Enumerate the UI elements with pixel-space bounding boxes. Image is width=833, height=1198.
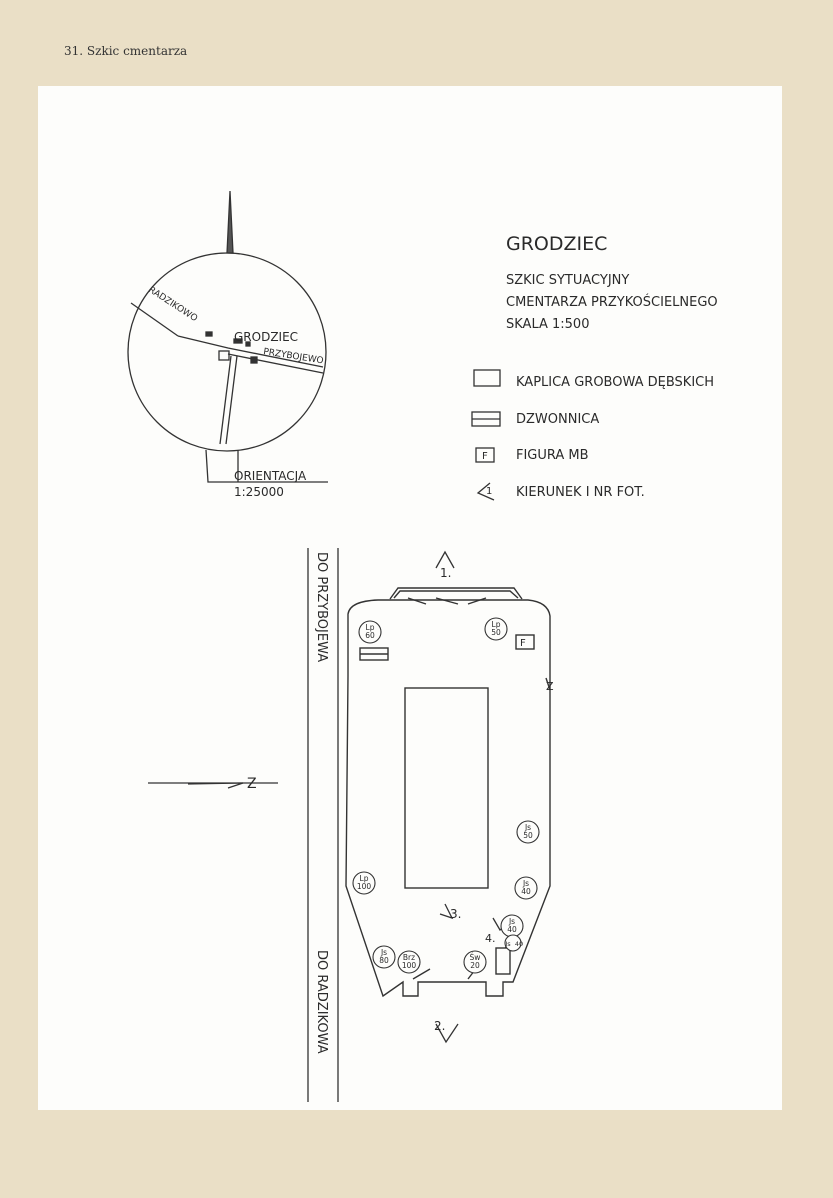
- chapel-symbol-icon: [473, 369, 501, 387]
- tree-diameter: 100: [357, 882, 372, 891]
- tree-diameter: 80: [379, 956, 389, 965]
- church-building: [404, 687, 489, 889]
- tree-diameter: 60: [365, 631, 375, 640]
- photo-1-arrow-icon: [435, 550, 455, 569]
- legend-photo-symbol: 1: [486, 486, 492, 497]
- legend-label-belfry: DZWONNICA: [516, 412, 599, 427]
- tree-species: Js: [508, 917, 515, 926]
- tree-species: Js: [522, 879, 529, 888]
- tree-species: Js: [504, 940, 511, 948]
- road-kuciary: [219, 355, 232, 445]
- church-icon: [218, 350, 230, 361]
- north-needle-icon: [226, 190, 234, 254]
- figure-symbol-icon: [475, 447, 495, 463]
- tree-diameter: 40: [515, 940, 523, 948]
- photo-3-label: 3.: [450, 907, 461, 921]
- legend-label-chapel: KAPLICA GROBOWA DĘBSKICH: [516, 375, 714, 390]
- tree-labels: Lp 60 Lp 50 Js 50 Lp 100 Js 40 Js 40 Js …: [357, 620, 533, 970]
- tree-species: Lp: [360, 874, 369, 883]
- road-to-radzikowa: DO RADZIKOWA: [314, 950, 329, 1054]
- tree-species: Js: [524, 823, 531, 832]
- tree-species: Brz: [403, 953, 415, 962]
- tree-diameter: 50: [491, 628, 501, 637]
- sketch-subtitle-1: SZKIC SYTUACYJNY: [506, 273, 629, 288]
- road: [307, 548, 339, 1102]
- tree-species: Js: [380, 948, 387, 957]
- sketch-subtitle-2: CMENTARZA PRZYKOŚCIELNEGO: [506, 294, 718, 310]
- photo-4-label: 4.: [485, 932, 496, 945]
- plan-east-label: Z: [546, 680, 554, 693]
- plan-figure-symbol: F: [520, 638, 526, 649]
- photo-3-arrow-icon: [439, 903, 454, 920]
- plan-north-arrow-icon: [148, 782, 278, 789]
- road-przybojewo: [177, 335, 324, 368]
- legend-figure-symbol: F: [482, 451, 488, 462]
- tree-diameter: 50: [523, 831, 533, 840]
- tree-diameter: 100: [402, 961, 417, 970]
- tree-diameter: 40: [521, 887, 531, 896]
- tree-diameter: 20: [470, 961, 480, 970]
- photo-2-label: 2.: [434, 1019, 445, 1033]
- orientation-scale: 1:25000: [234, 485, 284, 499]
- orientation-map: [127, 190, 328, 483]
- photo-2-arrow-icon: [435, 1023, 459, 1044]
- photo-direction-icon: [476, 482, 495, 501]
- tree-species: Lp: [366, 623, 375, 632]
- map-road-radzikowo: RADZIKOWO: [146, 285, 199, 324]
- page-title: 31. Szkic cmentarza: [64, 44, 188, 58]
- sketch-drawing: GRODZIEC RADZIKOWO PRZYBOJEWO ORIENTACJA…: [127, 190, 718, 1102]
- sketch-place: GRODZIEC: [506, 233, 607, 255]
- legend-label-photo: KIERUNEK I NR FOT.: [516, 485, 645, 500]
- chapel: [495, 947, 511, 975]
- tree-diameter: 40: [507, 925, 517, 934]
- tree-species: Lp: [492, 620, 501, 629]
- map-village-label: GRODZIEC: [234, 330, 298, 344]
- sketch-scale: SKALA 1:500: [506, 317, 589, 332]
- legend-label-figure: FIGURA MB: [516, 448, 589, 463]
- tree-species: Św: [470, 953, 481, 962]
- orientation-label: ORIENTACJA: [234, 469, 307, 483]
- photo-1-label: 1.: [440, 566, 451, 580]
- trees: [352, 617, 540, 974]
- cemetery-outline: [345, 587, 551, 998]
- figure-mb: [515, 634, 535, 650]
- road-to-przybojewa: DO PRZYBOJEWA: [314, 552, 329, 662]
- sketch-sheet: GRODZIEC RADZIKOWO PRZYBOJEWO ORIENTACJA…: [38, 86, 782, 1110]
- plan-north-label: Z: [247, 776, 257, 792]
- legend: [471, 369, 501, 501]
- road-radzikowo: [130, 302, 179, 337]
- map-road-przybojewo: PRZYBOJEWO: [263, 347, 325, 366]
